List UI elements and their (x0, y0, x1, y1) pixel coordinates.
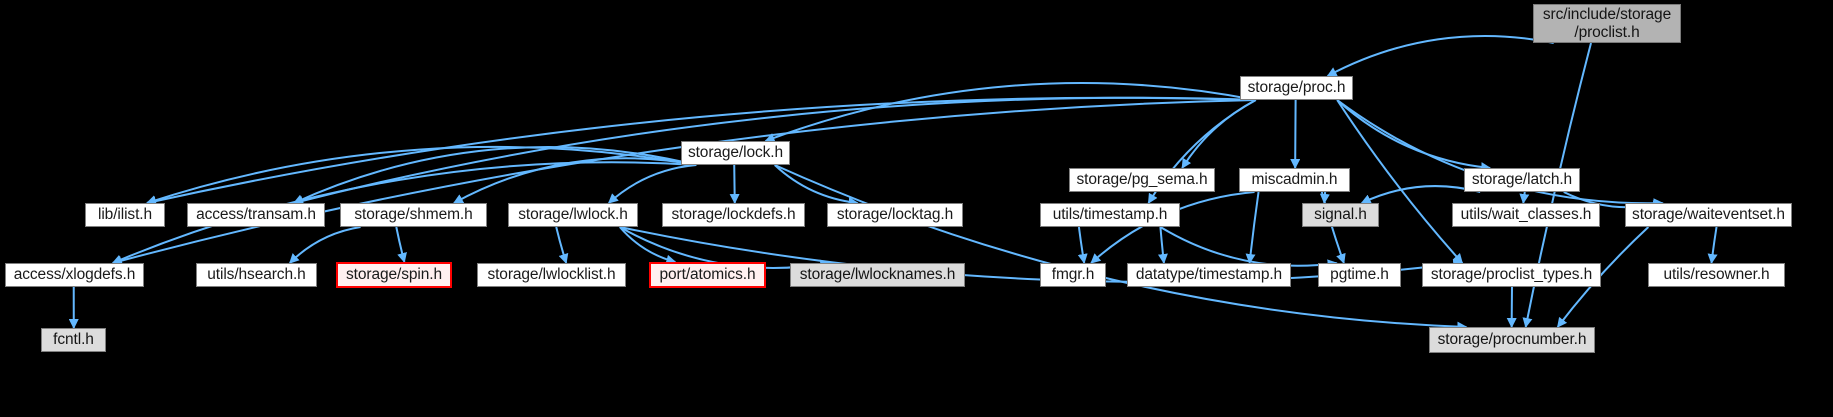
graph-node-label: storage/proclist_types.h (1430, 266, 1593, 284)
graph-node-label: storage/procnumber.h (1437, 331, 1587, 349)
graph-node-label: storage/latch.h (1471, 171, 1573, 189)
graph-node-pg_sema[interactable]: storage/pg_sema.h (1069, 168, 1215, 192)
graph-node-transam[interactable]: access/transam.h (187, 203, 325, 227)
graph-node-label: storage/lockdefs.h (671, 206, 796, 224)
graph-node-label: storage/proc.h (1247, 79, 1346, 97)
graph-node-label: port/atomics.h (659, 266, 756, 284)
graph-node-latch[interactable]: storage/latch.h (1464, 168, 1580, 192)
graph-node-waiteventset[interactable]: storage/waiteventset.h (1625, 203, 1792, 227)
graph-node-fcntl[interactable]: fcntl.h (41, 328, 106, 352)
graph-node-label: storage/lwlock.h (518, 206, 628, 224)
graph-node-proclist[interactable]: src/include/storage /proclist.h (1533, 4, 1681, 43)
graph-node-atomics[interactable]: port/atomics.h (649, 262, 766, 288)
graph-node-label: access/xlogdefs.h (13, 266, 136, 284)
graph-node-locktag[interactable]: storage/locktag.h (827, 203, 963, 227)
graph-node-label: src/include/storage /proclist.h (1542, 6, 1672, 41)
graph-node-resowner[interactable]: utils/resowner.h (1648, 263, 1785, 287)
graph-node-proclist_types[interactable]: storage/proclist_types.h (1422, 263, 1601, 287)
graph-node-label: utils/resowner.h (1663, 266, 1770, 284)
graph-node-label: utils/wait_classes.h (1460, 206, 1592, 224)
graph-node-label: fcntl.h (53, 331, 94, 349)
graph-node-label: storage/lock.h (687, 144, 784, 162)
graph-node-shmem[interactable]: storage/shmem.h (340, 203, 487, 227)
graph-node-label: utils/hsearch.h (207, 266, 306, 284)
graph-node-lock[interactable]: storage/lock.h (681, 141, 790, 165)
graph-node-label: storage/locktag.h (836, 206, 954, 224)
graph-node-label: lib/ilist.h (97, 206, 153, 224)
graph-node-datatype_ts[interactable]: datatype/timestamp.h (1127, 263, 1291, 287)
graph-node-procnumber[interactable]: storage/procnumber.h (1429, 327, 1595, 353)
graph-node-hsearch[interactable]: utils/hsearch.h (196, 263, 317, 287)
graph-node-fmgr[interactable]: fmgr.h (1040, 263, 1106, 287)
graph-node-label: utils/timestamp.h (1052, 206, 1168, 224)
graph-node-label: storage/waiteventset.h (1632, 206, 1785, 224)
graph-node-xlogdefs[interactable]: access/xlogdefs.h (5, 263, 144, 287)
graph-node-lwlocknames[interactable]: storage/lwlocknames.h (790, 263, 965, 287)
graph-node-label: datatype/timestamp.h (1135, 266, 1283, 284)
graph-node-pgtime[interactable]: pgtime.h (1318, 263, 1401, 287)
graph-node-signal[interactable]: signal.h (1302, 203, 1379, 227)
graph-node-label: storage/lwlocklist.h (487, 266, 616, 284)
graph-node-label: access/transam.h (196, 206, 316, 224)
graph-node-label: signal.h (1314, 206, 1367, 224)
graph-node-spin[interactable]: storage/spin.h (336, 262, 452, 288)
graph-node-lwlock[interactable]: storage/lwlock.h (508, 203, 638, 227)
graph-node-miscadmin[interactable]: miscadmin.h (1239, 168, 1350, 192)
graph-node-ilist[interactable]: lib/ilist.h (85, 203, 165, 227)
graph-node-wait_classes[interactable]: utils/wait_classes.h (1452, 203, 1600, 227)
graph-node-label: storage/pg_sema.h (1076, 171, 1208, 189)
graph-node-proc[interactable]: storage/proc.h (1240, 76, 1353, 100)
graph-node-label: storage/lwlocknames.h (799, 266, 956, 284)
graph-node-label: storage/shmem.h (354, 206, 473, 224)
graph-node-label: storage/spin.h (346, 266, 442, 284)
graph-node-lwlocklist[interactable]: storage/lwlocklist.h (477, 263, 626, 287)
graph-node-timestamp_utils[interactable]: utils/timestamp.h (1040, 203, 1180, 227)
graph-node-label: pgtime.h (1330, 266, 1389, 284)
graph-node-label: miscadmin.h (1251, 171, 1338, 189)
graph-node-lockdefs[interactable]: storage/lockdefs.h (662, 203, 805, 227)
graph-node-label: fmgr.h (1051, 266, 1095, 284)
